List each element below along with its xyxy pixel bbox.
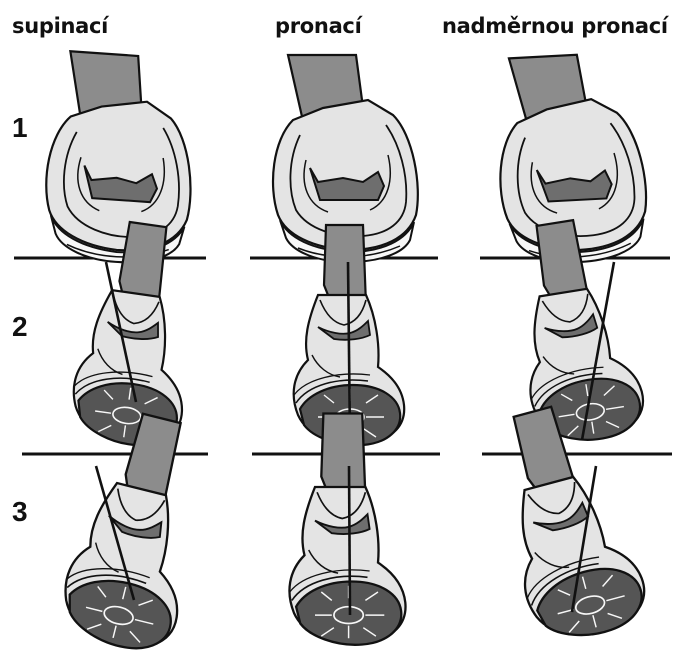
axis-line-row3-col2 — [349, 466, 350, 615]
foot-row3-pronation — [289, 414, 405, 645]
foot-row1-supination — [41, 50, 200, 267]
foot-row3-supination — [54, 406, 223, 651]
